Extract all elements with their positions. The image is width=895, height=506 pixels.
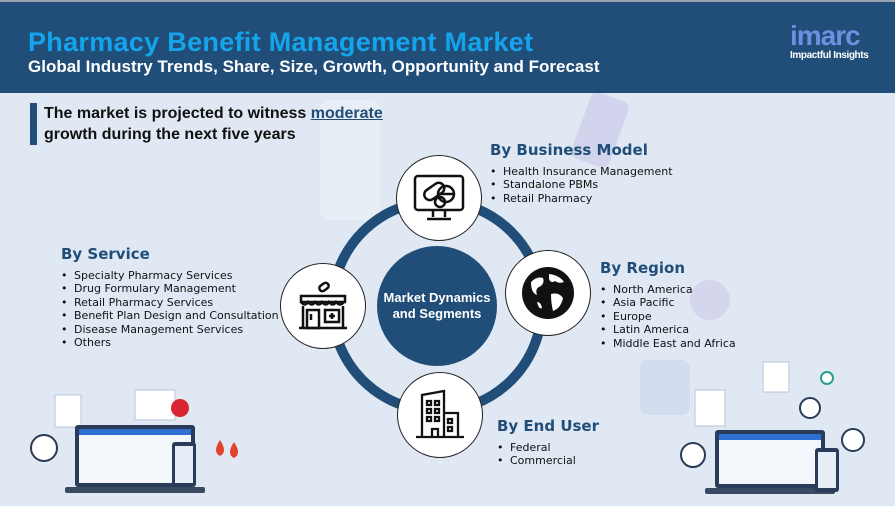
list-item: Commercial: [497, 454, 599, 468]
header-banner: Pharmacy Benefit Management Market Globa…: [0, 0, 895, 93]
segment-title: By Business Model: [490, 141, 648, 159]
segment-region: By Region North America Asia Pacific Eur…: [600, 259, 736, 350]
projection-text-line2: growth during the next five years: [44, 126, 296, 143]
logo-tagline: Impactful Insights: [790, 50, 869, 61]
region-node: [505, 250, 591, 336]
page-subtitle: Global Industry Trends, Share, Size, Gro…: [28, 57, 600, 76]
globe-icon: [522, 267, 574, 319]
business-model-node: [396, 155, 482, 241]
list-item: Retail Pharmacy Services: [61, 296, 279, 310]
page-title: Pharmacy Benefit Management Market: [28, 27, 534, 57]
laptop-dashboard-illustration: [30, 389, 238, 493]
segment-service: By Service Specialty Pharmacy Services D…: [61, 245, 279, 350]
segment-title: By End User: [497, 417, 599, 435]
list-item: Disease Management Services: [61, 323, 279, 337]
list-item: Standalone PBMs: [490, 178, 673, 192]
list-item: Europe: [600, 310, 736, 324]
segment-title: By Region: [600, 259, 686, 277]
list-item: Retail Pharmacy: [490, 192, 673, 206]
segment-title: By Service: [61, 245, 150, 263]
background-prescription-illustration: [320, 100, 380, 220]
logo-text: imarc: [790, 20, 861, 51]
list-item: Asia Pacific: [600, 296, 736, 310]
office-building-icon: [416, 389, 464, 439]
list-item: Drug Formulary Management: [61, 282, 279, 296]
end-user-node: [397, 372, 483, 458]
projection-callout: The market is projected to witness moder…: [30, 103, 383, 145]
list-item: Federal: [497, 441, 599, 455]
projection-highlight: moderate: [310, 105, 383, 122]
list-item: North America: [600, 283, 736, 297]
pharmacy-store-icon: [299, 281, 347, 330]
center-label-line2: and Segments: [392, 306, 482, 321]
service-node: [280, 263, 366, 349]
projection-text: The market is projected to witness: [44, 105, 311, 122]
list-item: Others: [61, 336, 279, 350]
segment-business-model: By Business Model Health Insurance Manag…: [490, 141, 673, 206]
list-item: Benefit Plan Design and Consultation: [61, 309, 279, 323]
laptop-analytics-illustration: [680, 361, 865, 494]
list-item: Latin America: [600, 323, 736, 337]
list-item: Health Insurance Management: [490, 165, 673, 179]
background-shield-illustration: [640, 360, 690, 415]
list-item: Specialty Pharmacy Services: [61, 269, 279, 283]
imarc-logo: imarc Impactful Insights: [790, 20, 880, 62]
segment-end-user: By End User Federal Commercial: [497, 417, 599, 468]
center-label-line1: Market Dynamics: [383, 290, 491, 305]
list-item: Middle East and Africa: [600, 337, 736, 351]
monitor-pills-icon: [413, 174, 465, 221]
